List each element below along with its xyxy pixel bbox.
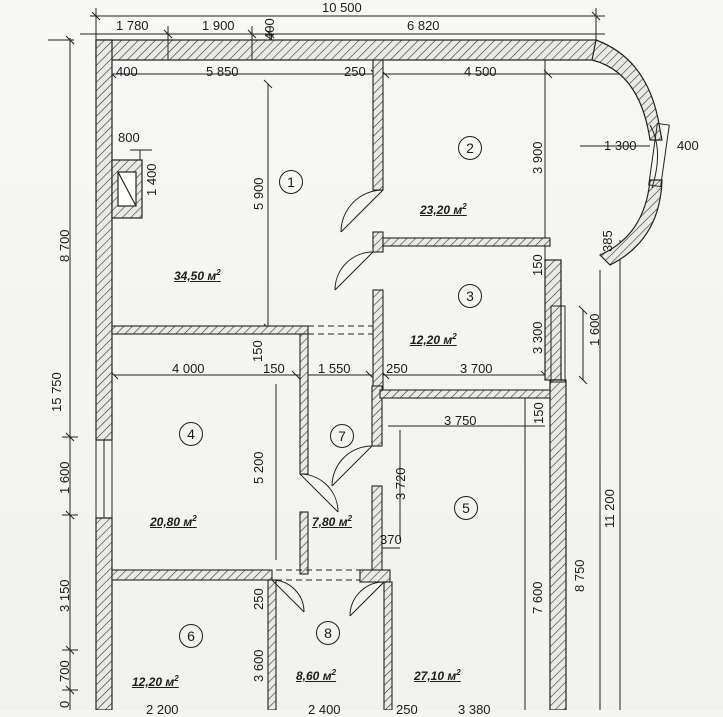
room-7-gap2: 250 xyxy=(386,361,408,376)
room-5-height1: 3 720 xyxy=(393,467,408,500)
dim-overall-width: 10 500 xyxy=(322,0,362,15)
dim-left-upper: 8 700 xyxy=(57,229,72,262)
room-1-number: 1 xyxy=(279,170,303,194)
room-8-wall: 250 xyxy=(251,588,266,610)
dim-left-bottom: 700 xyxy=(57,660,72,682)
room-7-gap1: 150 xyxy=(263,361,285,376)
top-dimension-lines xyxy=(80,8,620,79)
fireplace-height: 1 400 xyxy=(144,163,159,196)
dim-right-c: 1 600 xyxy=(587,313,602,346)
fireplace-width: 800 xyxy=(118,130,140,145)
dim-right-b: 11 200 xyxy=(602,489,617,528)
room-2-number: 2 xyxy=(458,136,482,160)
room-7-area: 7,80 м2 xyxy=(312,514,353,529)
room-2-area: 23,20 м2 xyxy=(420,202,467,217)
dim-bay-wall: 400 xyxy=(677,138,699,153)
exterior-walls xyxy=(95,39,663,710)
dim-top-seg2: 1 900 xyxy=(202,18,235,33)
dim-right-f: 3 300 xyxy=(530,321,545,354)
left-dimension-lines xyxy=(48,35,78,710)
dim-inner-3: 250 xyxy=(344,64,366,79)
room-8-area: 8,60 м2 xyxy=(296,668,337,683)
dim-left-lower: 3 150 xyxy=(57,579,72,612)
dim-bay-depth: 1 300 xyxy=(604,138,637,153)
room-3-number: 3 xyxy=(458,284,482,308)
dim-top-seg4: 6 820 xyxy=(407,18,440,33)
dim-inner-1: 400 xyxy=(116,64,138,79)
dim-left-window: 1 600 xyxy=(57,461,72,494)
room-8-height: 3 600 xyxy=(251,649,266,682)
room-1-height: 5 900 xyxy=(251,177,266,210)
room-5-number: 5 xyxy=(454,496,478,520)
room-5-width: 3 750 xyxy=(444,413,477,428)
room-6-number: 6 xyxy=(179,624,203,648)
dim-top-seg3: 400 xyxy=(262,18,277,40)
room-8-number: 8 xyxy=(316,621,340,645)
windows xyxy=(95,39,670,519)
room-5-area: 27,10 м2 xyxy=(414,668,461,683)
room-4-wall: 150 xyxy=(250,340,265,362)
room-7-door: 370 xyxy=(380,532,402,547)
doors xyxy=(271,189,385,617)
room-3-area: 12,20 м2 xyxy=(410,332,457,347)
room-5-height2: 7 600 xyxy=(530,581,545,614)
room-1-area: 34,50 м2 xyxy=(174,268,221,283)
room-7-width: 1 550 xyxy=(318,361,351,376)
room-5-wall: 150 xyxy=(531,402,546,424)
dim-top-seg1: 1 780 xyxy=(116,18,149,33)
room-7-number: 7 xyxy=(330,424,354,448)
interior-walls xyxy=(111,59,551,710)
dim-left-overall: 15 750 xyxy=(49,372,64,412)
room-6-area: 12,20 м2 xyxy=(132,674,179,689)
room-4-height: 5 200 xyxy=(251,451,266,484)
dim-right-a: 8 750 xyxy=(572,559,587,592)
dim-inner-4: 4 500 xyxy=(464,64,497,79)
room-4-area: 20,80 м2 xyxy=(150,514,197,529)
dim-left-cut: 0 xyxy=(57,700,72,708)
fireplace xyxy=(111,159,143,219)
room-7-width2: 3 700 xyxy=(460,361,493,376)
dim-right-d: 385 xyxy=(600,230,615,252)
room-4-number: 4 xyxy=(179,422,203,446)
dim-inner-2: 5 850 xyxy=(206,64,239,79)
room-4-width: 4 000 xyxy=(172,361,205,376)
dim-right-e: 150 xyxy=(530,254,545,276)
room-2-height: 3 900 xyxy=(530,141,545,174)
